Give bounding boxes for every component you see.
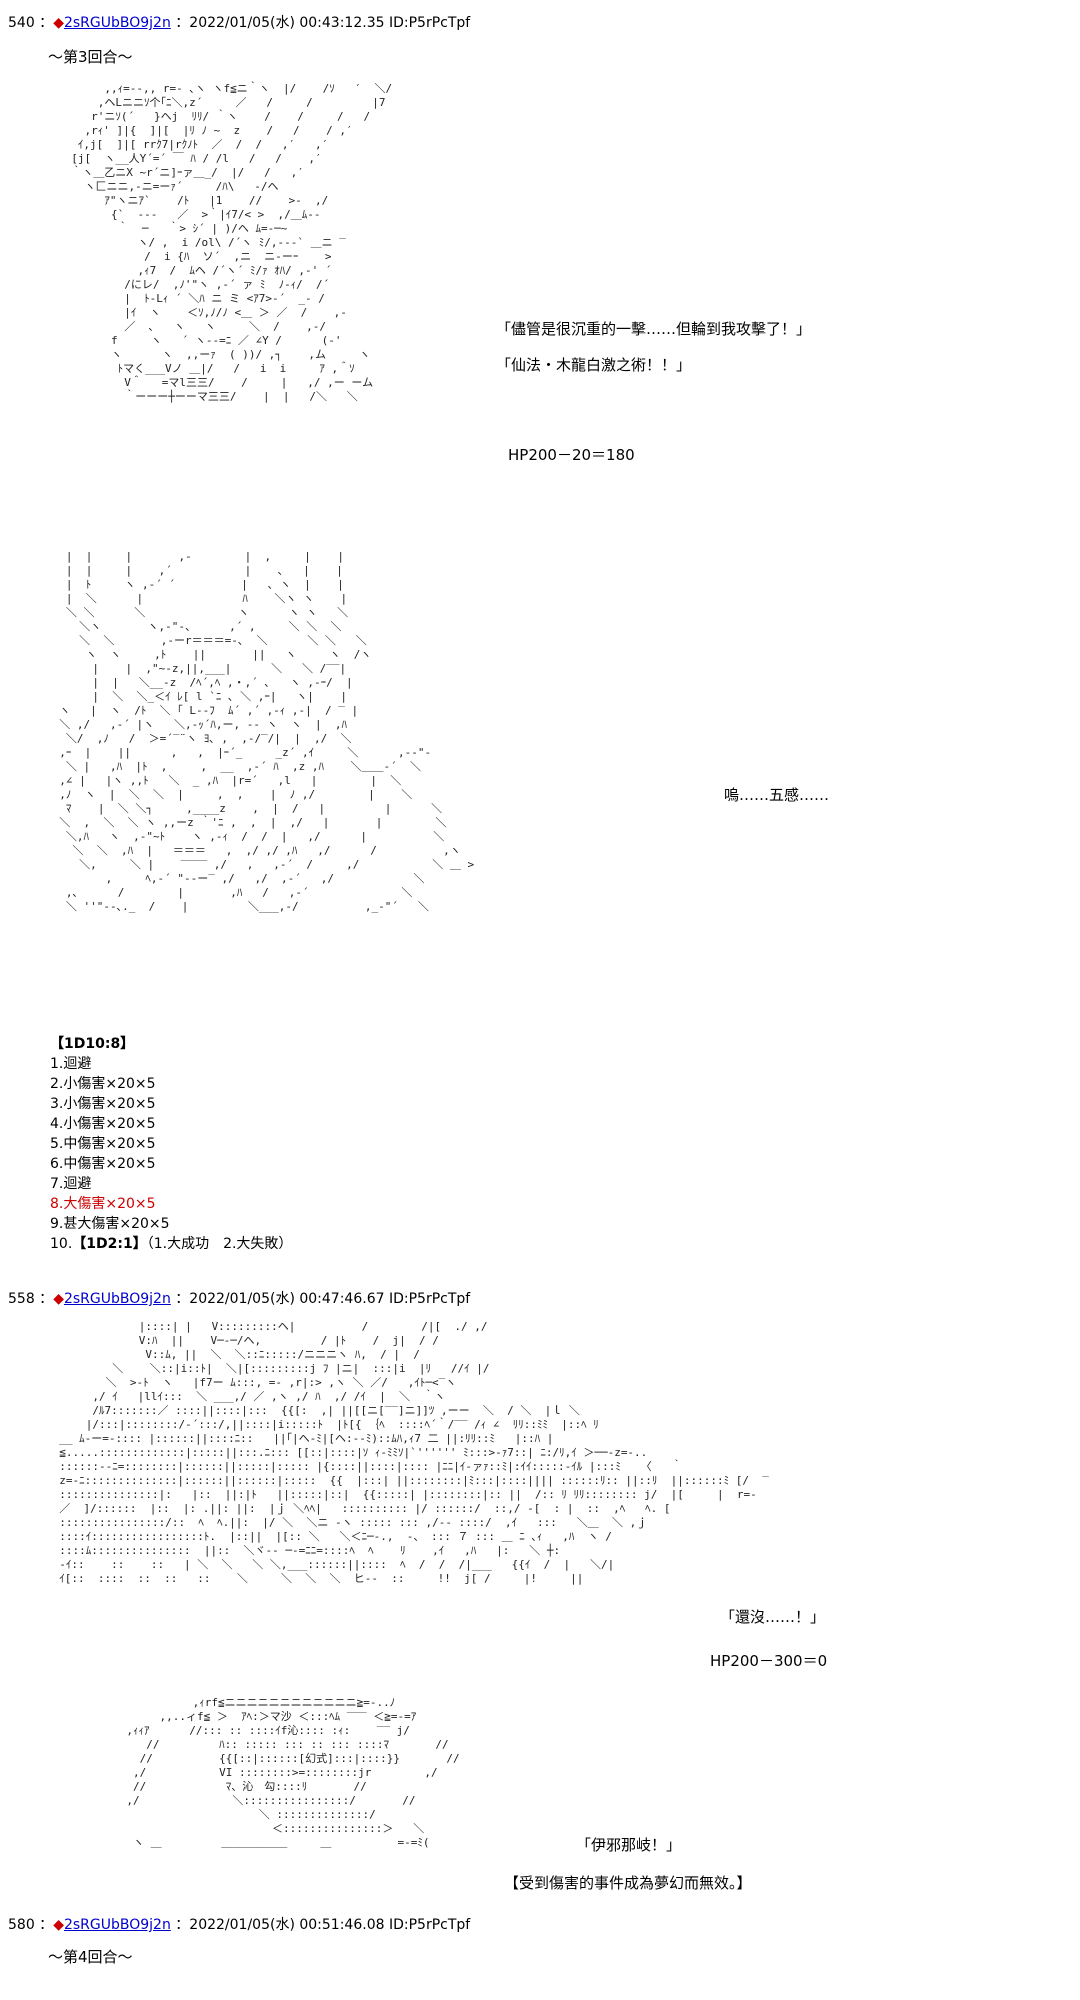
dice-item-10-number: 10. <box>50 1236 73 1252</box>
ascii-art-flame-burst: |::::| | V:::::::::ヘ| / /|[ ./ ,/ V:ﾊ ||… <box>59 1320 769 1585</box>
dice-roll-list: 【1D10:8】 1.迴避 2.小傷害×20×5 3.小傷害×20×5 4.小傷… <box>50 1034 292 1254</box>
trip-diamond: ◆ <box>53 1917 64 1933</box>
dice-item-8-selected: 8.大傷害×20×5 <box>50 1196 156 1212</box>
post-header-558: 558 ：◆2sRGUbBO9j2n ：2022/01/05(水) 00:47:… <box>8 1291 471 1307</box>
quote-izanagi: 「伊邪那岐！」 <box>576 1836 682 1854</box>
quote-technique: 「仙法・木龍白激之術！！」 <box>496 356 692 374</box>
round-title: ～第3回合～ <box>48 48 133 66</box>
moan-text: 嗚……五感…… <box>724 786 830 804</box>
post-id: ID:P5rPcTpf <box>388 1291 471 1307</box>
post-id: ID:P5rPcTpf <box>388 15 471 31</box>
dice-item-9: 9.甚大傷害×20×5 <box>50 1216 170 1232</box>
dice-roll-title: 【1D10:8】 <box>50 1036 135 1052</box>
post-number: 580 <box>8 1917 35 1933</box>
poster-name-link[interactable]: 2sRGUbBO9j2n <box>63 1291 171 1307</box>
dice-item-4: 4.小傷害×20×5 <box>50 1116 156 1132</box>
dice-item-5: 5.中傷害×20×5 <box>50 1136 156 1152</box>
post-number: 540 <box>8 15 35 31</box>
post-timestamp: 2022/01/05(水) 00:43:12.35 <box>189 15 385 31</box>
poster-name-link[interactable]: 2sRGUbBO9j2n <box>63 15 171 31</box>
dice-item-10: 10.【1D2:1】（1.大成功 2.大失敗） <box>50 1234 292 1254</box>
dice-item-10-roll: 【1D2:1】 <box>72 1236 147 1252</box>
eye-text-2: 沁 勾 <box>242 1780 276 1793</box>
post-timestamp: 2022/01/05(水) 00:51:46.08 <box>189 1917 385 1933</box>
post-header-540: 540 ：◆2sRGUbBO9j2n ：2022/01/05(水) 00:43:… <box>8 15 471 31</box>
post-timestamp: 2022/01/05(水) 00:47:46.67 <box>189 1291 385 1307</box>
effect-text: 【受到傷害的事件成為夢幻而無效。】 <box>504 1874 752 1892</box>
dice-item-2: 2.小傷害×20×5 <box>50 1076 156 1092</box>
trip-diamond: ◆ <box>53 15 64 31</box>
post-id: ID:P5rPcTpf <box>388 1917 471 1933</box>
ascii-art-sharingan-eye: ,ｨrf≦ニニニニニニニニニニニニ≧=-..ﾉ ,,..ィf≦ ＞ ｱﾍ:＞マ沙… <box>126 1696 460 1849</box>
dice-item-10-options: （1.大成功 2.大失敗） <box>146 1236 293 1252</box>
dice-item-3: 3.小傷害×20×5 <box>50 1096 156 1112</box>
dice-item-1: 1.迴避 <box>50 1056 92 1072</box>
poster-name-link[interactable]: 2sRGUbBO9j2n <box>63 1917 171 1933</box>
ascii-art-dragon-attack: ,,ｨ=--,, r=- ､ヽ ヽf≦ニ｀ヽ |/ /ｿ ′ ＼/ ,ヘLニニｿ… <box>71 82 393 403</box>
ascii-art-character-closeup: | | | ,- | , | | | | | ,´ | ､ | | | ﾄ ヽ … <box>59 550 475 913</box>
hp-calculation: HP200－20＝180 <box>508 446 635 464</box>
post-number: 558 <box>8 1291 35 1307</box>
post-header-580: 580 ：◆2sRGUbBO9j2n ：2022/01/05(水) 00:51:… <box>8 1917 471 1933</box>
trip-diamond: ◆ <box>53 1291 64 1307</box>
dice-item-7: 7.迴避 <box>50 1176 92 1192</box>
quote-counterattack: 「儘管是很沉重的一擊……但輪到我攻擊了！」 <box>496 320 812 338</box>
hp-calculation-zero: HP200－300＝0 <box>710 1652 828 1670</box>
dice-item-6: 6.中傷害×20×5 <box>50 1156 156 1172</box>
eye-text-1: [幻式] <box>298 1752 334 1765</box>
round-title: ～第4回合～ <box>48 1948 133 1966</box>
quote-not-yet: 「還沒……！」 <box>720 1608 826 1626</box>
